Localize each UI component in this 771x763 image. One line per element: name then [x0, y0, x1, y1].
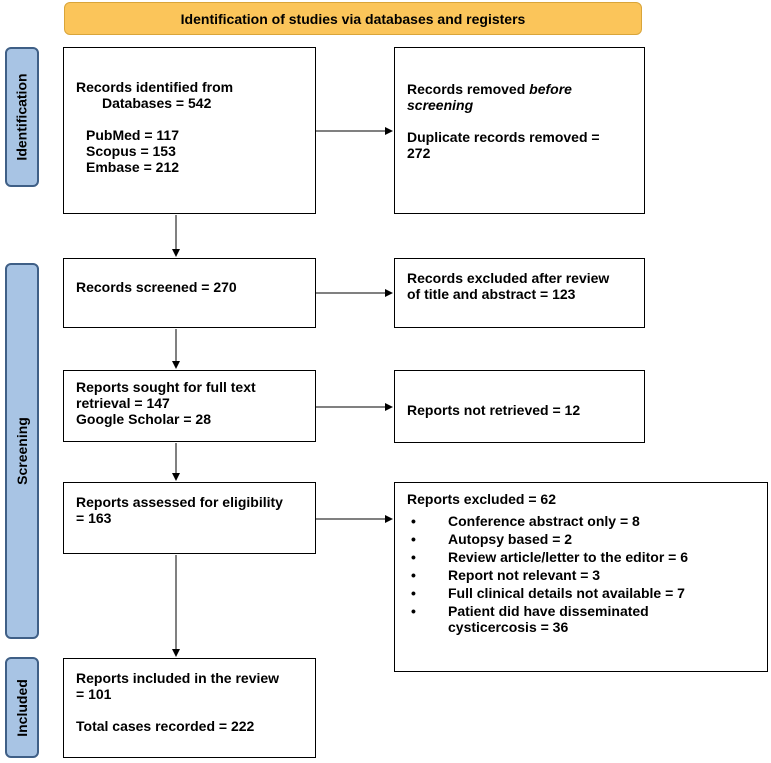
records-identified-databases: Databases = 542: [102, 95, 212, 111]
records-removed-line1-text: Records removed: [407, 81, 530, 97]
reports-assessed-box: Reports assessed for eligibility = 163: [63, 482, 316, 554]
excluded-reason-item: Full clinical details not available = 7: [407, 585, 767, 601]
records-identified-embase: Embase = 212: [86, 159, 180, 175]
excluded-reason-item: Autopsy based = 2: [407, 531, 767, 547]
records-removed-line1: Records removed before: [407, 81, 644, 97]
records-identified-scopus: Scopus = 153: [86, 143, 176, 159]
reports-not-retrieved-box: Reports not retrieved = 12: [394, 370, 645, 443]
reports-excluded-list: Conference abstract only = 8 Autopsy bas…: [407, 513, 767, 619]
excluded-reason-item: Report not relevant = 3: [407, 567, 767, 583]
duplicate-records-label: Duplicate records removed =: [407, 129, 600, 145]
phase-included: Included: [5, 657, 39, 758]
reports-not-retrieved-line: Reports not retrieved = 12: [407, 402, 581, 418]
reports-included-box: Reports included in the review = 101 Tot…: [63, 658, 316, 758]
flow-header: Identification of studies via databases …: [64, 2, 642, 35]
excluded-reason-continuation: cysticercosis = 36: [448, 619, 569, 635]
records-identified-box: Records identified from Databases = 542 …: [63, 47, 316, 214]
reports-sought-google-scholar: Google Scholar = 28: [76, 411, 211, 427]
reports-sought-line1: Reports sought for full text: [76, 379, 256, 395]
records-removed-box: Records removed before screening Duplica…: [394, 47, 645, 214]
flow-header-title: Identification of studies via databases …: [180, 10, 526, 27]
phase-identification: Identification: [5, 47, 39, 187]
phase-screening: Screening: [5, 263, 39, 639]
reports-included-line1: Reports included in the review: [76, 670, 280, 686]
reports-assessed-line1: Reports assessed for eligibility: [76, 494, 283, 510]
records-removed-before: before: [529, 81, 572, 97]
excluded-reason-item: Review article/letter to the editor = 6: [407, 549, 767, 565]
records-screened-box: Records screened = 270: [63, 258, 316, 328]
reports-excluded-title: Reports excluded = 62: [407, 491, 557, 507]
reports-excluded-box: Reports excluded = 62 Conference abstrac…: [394, 482, 768, 672]
records-excluded-box: Records excluded after review of title a…: [394, 258, 645, 328]
excluded-reason-item: Conference abstract only = 8: [407, 513, 767, 529]
records-identified-pubmed: PubMed = 117: [86, 127, 179, 143]
records-excluded-line2: of title and abstract = 123: [407, 286, 576, 302]
excluded-reason-item: Patient did have disseminated: [407, 603, 767, 619]
duplicate-records-value: 272: [407, 145, 431, 161]
records-removed-line2: screening: [407, 97, 644, 113]
records-removed-screening: screening: [407, 97, 474, 113]
reports-included-line2: = 101: [76, 686, 112, 702]
records-screened-line: Records screened = 270: [76, 279, 237, 295]
reports-sought-line2: retrieval = 147: [76, 395, 170, 411]
reports-assessed-line2: = 163: [76, 510, 112, 526]
records-identified-line1: Records identified from: [76, 79, 234, 95]
total-cases-recorded: Total cases recorded = 222: [76, 718, 255, 734]
records-excluded-line1: Records excluded after review: [407, 270, 610, 286]
reports-sought-box: Reports sought for full text retrieval =…: [63, 370, 316, 442]
